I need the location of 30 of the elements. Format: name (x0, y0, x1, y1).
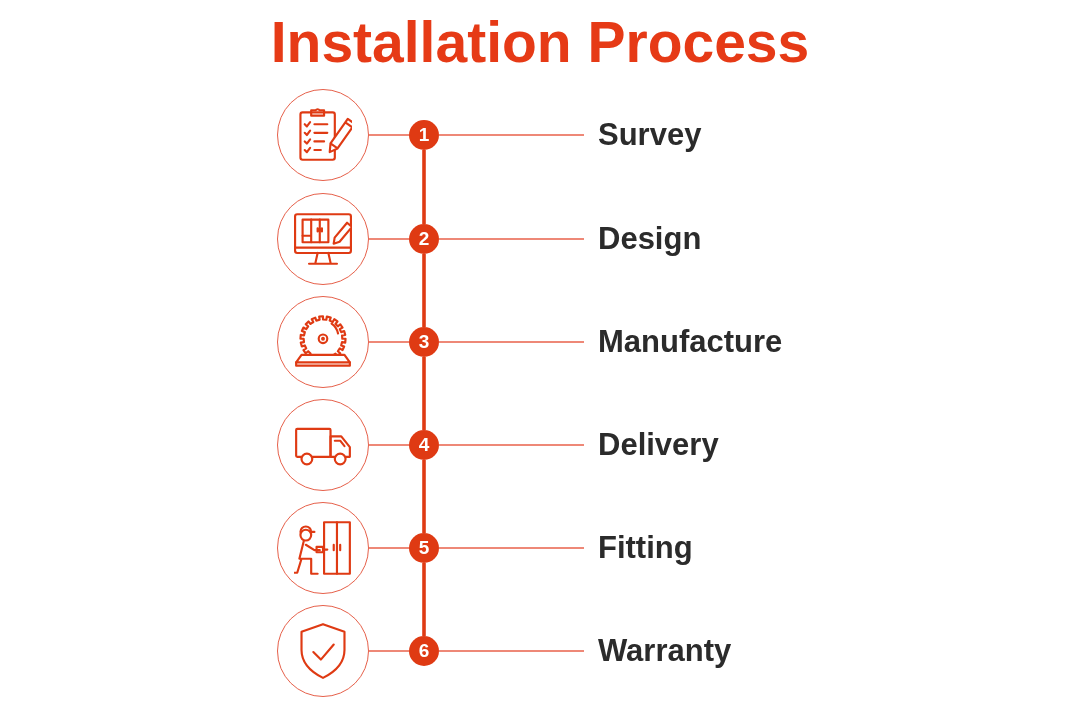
connector-line (438, 650, 585, 652)
step-number: 6 (409, 636, 439, 666)
connector-line (368, 650, 410, 652)
connector-line (438, 134, 585, 136)
step-label: Manufacture (584, 321, 783, 363)
title: Installation Process (270, 10, 810, 74)
connector-line (422, 357, 426, 430)
connector-line (422, 254, 426, 327)
connector-line (368, 238, 410, 240)
connector-line (368, 341, 410, 343)
step-label: Delivery (584, 424, 719, 466)
step-number: 3 (409, 327, 439, 357)
step-label: Warranty (584, 630, 732, 672)
connector-line (368, 547, 410, 549)
connector-line (422, 460, 426, 533)
connector-line (438, 341, 585, 343)
step-label: Design (584, 218, 702, 260)
step-number: 5 (409, 533, 439, 563)
connector-line (438, 444, 585, 446)
connector-line (438, 547, 585, 549)
step-number: 1 (409, 120, 439, 150)
connector-line (368, 444, 410, 446)
step-label: Fitting (584, 527, 693, 569)
step-number: 2 (409, 224, 439, 254)
connector-line (422, 563, 426, 636)
connector-line (368, 134, 410, 136)
step-label: Survey (584, 114, 702, 156)
connector-line (422, 150, 426, 224)
step-number: 4 (409, 430, 439, 460)
connector-line (438, 238, 585, 240)
